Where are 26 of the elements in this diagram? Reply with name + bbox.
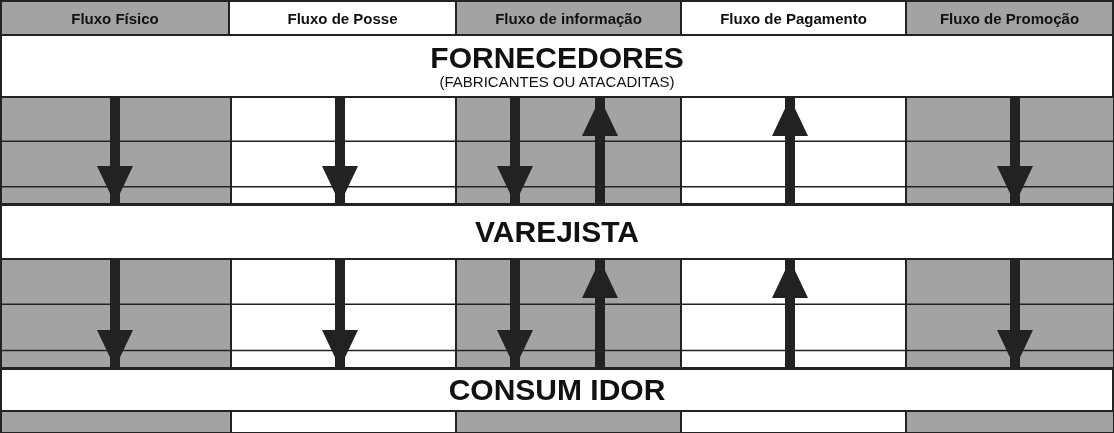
stage-title: VAREJISTA [475,217,639,247]
arrow [322,98,358,204]
column-header: Fluxo de Promoção [939,9,1080,27]
arrow [497,260,533,368]
arrow [322,260,358,368]
arrow [772,260,808,368]
column-header: Fluxo Físico [71,9,159,27]
arrow [997,260,1033,368]
column-header: Fluxo de Posse [287,9,398,27]
stage-band [0,204,1114,260]
header-cell [905,0,1114,36]
stage-subtitle: (FABRICANTES OU ATACADITAS) [439,72,675,90]
stage-title: FORNECEDORES [430,42,684,73]
arrow [582,260,618,368]
arrow [997,98,1033,204]
stage-band [0,34,1114,98]
column-header: Fluxo de informação [495,9,642,27]
arrow [97,98,133,204]
column-header: Fluxo de Pagamento [720,9,867,27]
arrow [772,98,808,204]
header-cell [455,0,682,36]
header-cell [0,0,230,36]
arrow [97,260,133,368]
arrow [497,98,533,204]
stage-title: CONSUM IDOR [448,375,666,405]
arrow [582,98,618,204]
